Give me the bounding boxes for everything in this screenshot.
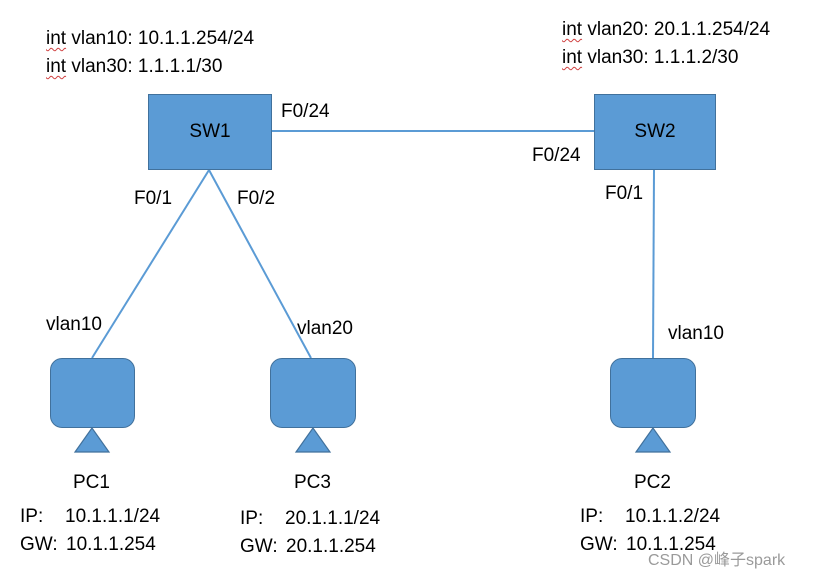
pc1-name: PC1 (73, 472, 110, 493)
pc3-ip-value: 20.1.1.1/24 (285, 508, 381, 529)
sw1-config-line2: int vlan30: 1.1.1.1/30 (46, 56, 222, 78)
csdn-watermark: CSDN @峰子spark (648, 552, 786, 569)
pc3-gw-value: 20.1.1.254 (286, 536, 376, 557)
link-sw1-pc1 (91, 169, 210, 359)
pc2-gw-label: GW: (580, 534, 618, 555)
pc3-ip-label: IP: (240, 508, 264, 529)
pc1-ip-label: IP: (20, 506, 44, 527)
vlan-label-pc1: vlan10 (46, 314, 102, 335)
pc2-ip-value: 10.1.1.2/24 (625, 506, 721, 527)
sw1-config-line1-value: vlan10: 10.1.1.254/24 (66, 28, 255, 49)
link-sw1-pc3 (208, 169, 312, 359)
switch-sw2-label: SW2 (634, 121, 676, 142)
pc1-ip-value: 10.1.1.1/24 (65, 506, 161, 527)
pc1-gw-value: 10.1.1.254 (66, 534, 156, 555)
pc2-ip-label: IP: (580, 506, 604, 527)
sw1-config-line2-keyword: int (46, 56, 67, 77)
pc1-stand-icon (73, 426, 111, 453)
sw2-config-line1-value: vlan20: 20.1.1.254/24 (582, 19, 771, 40)
port-label-sw1-f02: F0/2 (237, 188, 276, 209)
switch-sw1-label: SW1 (189, 121, 231, 142)
switch-sw1[interactable]: SW1 (148, 94, 272, 170)
vlan-label-pc2: vlan10 (668, 323, 724, 344)
port-label-sw1-f024: F0/24 (281, 101, 330, 122)
sw1-config-line1: int vlan10: 10.1.1.254/24 (46, 28, 254, 50)
link-sw2-pc2 (652, 169, 655, 359)
sw2-config-line2: int vlan30: 1.1.1.2/30 (562, 47, 738, 69)
sw2-config-line1-keyword: int (562, 19, 583, 40)
sw2-config-line1: int vlan20: 20.1.1.254/24 (562, 19, 770, 41)
pc3-name: PC3 (294, 472, 331, 493)
port-label-sw1-f01: F0/1 (134, 188, 173, 209)
port-label-sw2-f01: F0/1 (605, 183, 644, 204)
pc2-stand-icon (634, 426, 672, 453)
pc3-device[interactable] (270, 358, 356, 428)
pc2-device[interactable] (610, 358, 696, 428)
pc2-gw-value: 10.1.1.254 (626, 534, 716, 555)
vlan-label-pc3: vlan20 (297, 318, 353, 339)
sw1-config-line1-keyword: int (46, 28, 67, 49)
pc3-stand-icon (294, 426, 332, 453)
pc1-device[interactable] (50, 358, 135, 428)
port-label-sw2-f024: F0/24 (532, 145, 581, 166)
sw2-config-line2-keyword: int (562, 47, 583, 68)
pc2-name: PC2 (634, 472, 671, 493)
switch-sw2[interactable]: SW2 (594, 94, 716, 170)
sw2-config-line2-value: vlan30: 1.1.1.2/30 (582, 47, 739, 68)
pc1-gw-label: GW: (20, 534, 58, 555)
pc3-gw-label: GW: (240, 536, 278, 557)
sw1-config-line2-value: vlan30: 1.1.1.1/30 (66, 56, 223, 77)
